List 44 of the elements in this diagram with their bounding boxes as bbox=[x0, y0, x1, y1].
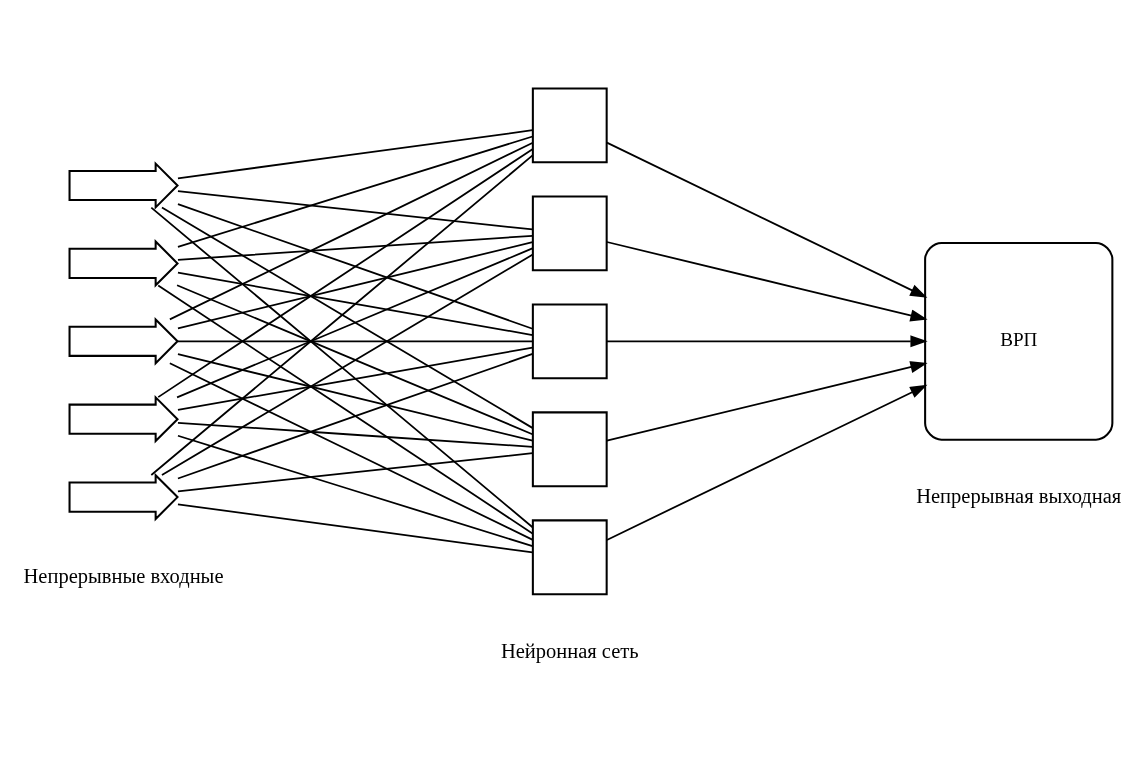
connector bbox=[157, 148, 534, 398]
connector bbox=[177, 190, 534, 231]
connector bbox=[177, 135, 534, 248]
connector bbox=[177, 241, 534, 330]
node-arrow bbox=[68, 316, 179, 366]
connector bbox=[150, 206, 534, 529]
node-arrow bbox=[68, 239, 179, 288]
arrow bbox=[606, 361, 928, 442]
connector bbox=[177, 340, 534, 343]
label: Непрерывные входные bbox=[23, 564, 224, 587]
node-box: ВРП bbox=[924, 241, 1114, 441]
connector bbox=[157, 284, 534, 535]
connector bbox=[177, 503, 534, 554]
connector bbox=[177, 271, 534, 336]
connector bbox=[177, 346, 534, 411]
connector bbox=[177, 234, 534, 261]
connector bbox=[177, 353, 534, 480]
node-arrow bbox=[68, 394, 179, 444]
connector bbox=[168, 362, 534, 541]
node-box bbox=[531, 411, 608, 488]
connector bbox=[177, 421, 534, 448]
node-box bbox=[531, 87, 608, 164]
label: Нейронная сеть bbox=[500, 639, 639, 662]
arrow bbox=[606, 241, 928, 322]
connector bbox=[177, 452, 534, 493]
arrow bbox=[606, 141, 928, 298]
connector bbox=[150, 154, 534, 476]
connector bbox=[176, 284, 534, 436]
arrow bbox=[606, 335, 928, 348]
node-box bbox=[531, 303, 608, 380]
connector bbox=[168, 141, 534, 321]
connector bbox=[177, 129, 534, 180]
connector bbox=[161, 206, 534, 429]
node-box bbox=[531, 195, 608, 272]
label: Непрерывная выходная bbox=[916, 485, 1122, 508]
connector bbox=[177, 203, 534, 330]
connector bbox=[177, 353, 534, 442]
connector bbox=[161, 253, 534, 476]
connector bbox=[176, 247, 534, 399]
node-box bbox=[531, 519, 608, 596]
connector bbox=[177, 434, 534, 547]
arrow bbox=[606, 384, 928, 541]
node-arrow bbox=[68, 472, 179, 522]
node-arrow bbox=[68, 161, 179, 210]
